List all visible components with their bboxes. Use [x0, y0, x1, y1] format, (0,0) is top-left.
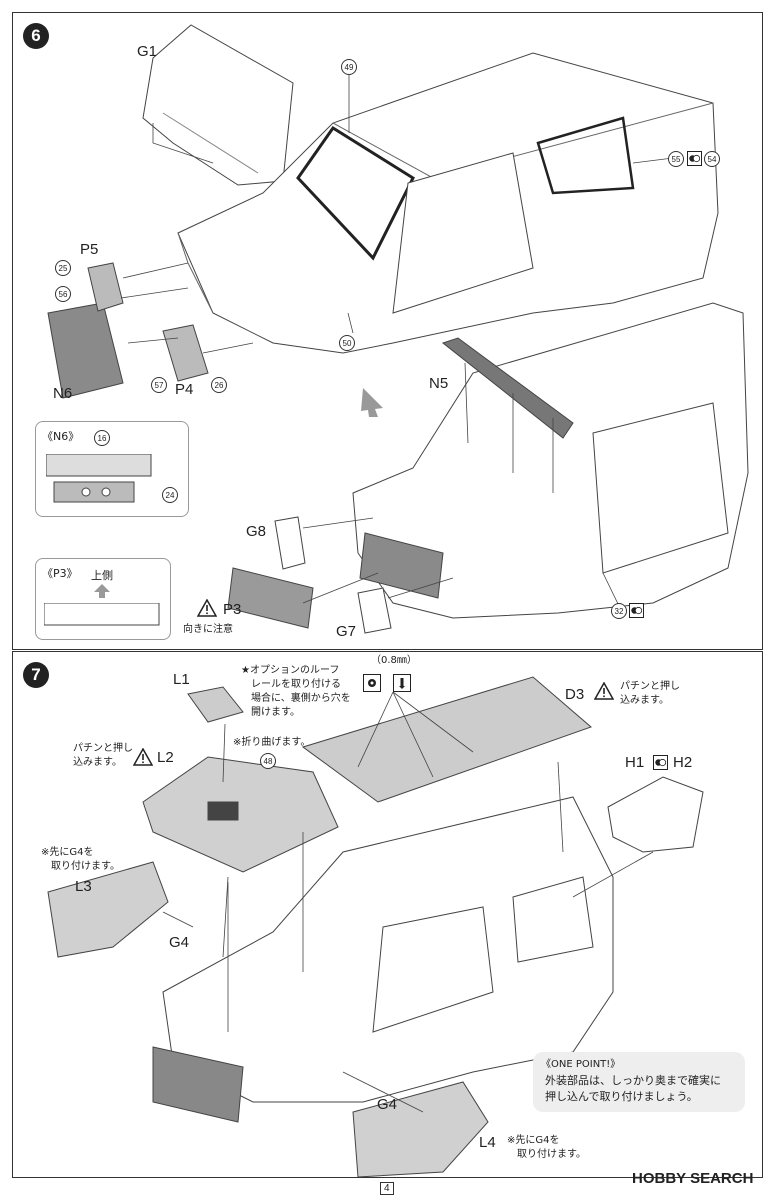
- roof-rail-note-line-3: 場合に、裏側から穴を: [251, 693, 351, 704]
- part-label-g4-lower: G4: [377, 1096, 398, 1113]
- l2-press-line-1: パチンと押し: [73, 743, 133, 754]
- part-label-l3: L3: [75, 878, 92, 895]
- part-label-g7: G7: [336, 623, 357, 640]
- g4-first-note-b-line-1: ※先にG4を: [507, 1135, 560, 1146]
- one-point-line-1: 外装部品は、しっかり奥まで確実に: [545, 1074, 721, 1087]
- color-number-57: 57: [151, 377, 167, 393]
- inset-n6: 《N6》 16 24: [35, 421, 189, 517]
- paint-mix-icon-32: [629, 603, 644, 618]
- part-label-g4-upper: G4: [169, 934, 190, 951]
- inset-p3-bumper: [44, 603, 160, 626]
- part-label-h1: H1: [625, 754, 645, 771]
- one-point-title: 《ONE POINT!》: [541, 1059, 621, 1070]
- color-number-32: 32: [611, 603, 627, 619]
- color-number-49: 49: [341, 59, 357, 75]
- color-number-24: 24: [162, 487, 178, 503]
- part-label-g1: G1: [137, 43, 158, 60]
- part-label-l2: L2: [157, 749, 174, 766]
- color-number-55: 55: [668, 151, 684, 167]
- page-number: 4: [380, 1182, 394, 1195]
- inset-n6-grille: [46, 454, 152, 503]
- g4-first-note-a-line-1: ※先にG4を: [41, 847, 94, 858]
- roof-rail-note-line-2: レールを取り付ける: [251, 679, 341, 690]
- hobby-search-logo: HOBBY SEARCH: [632, 1170, 754, 1187]
- part-label-n5: N5: [429, 375, 449, 392]
- drill-hole-icon: [363, 674, 381, 692]
- paint-mix-icon: [687, 151, 702, 166]
- d3-press-line-2: 込みます。: [620, 695, 669, 706]
- roof-rail-note-line-4: 開けます。: [251, 707, 300, 718]
- step6-illustration: [47, 24, 749, 634]
- part-label-p4: P4: [175, 381, 194, 398]
- drill-bit-icon: [393, 674, 411, 692]
- roof-rail-note-line-1: ★オプションのルーフ: [241, 665, 340, 676]
- color-number-56: 56: [55, 286, 71, 302]
- part-label-l4: L4: [479, 1134, 496, 1151]
- color-number-50: 50: [339, 335, 355, 351]
- step7-panel: 7: [12, 651, 763, 1178]
- inset-p3-up-arrow-icon: [94, 584, 110, 598]
- color-number-26: 26: [211, 377, 227, 393]
- one-point-line-2: 押し込んで取り付けましょう。: [545, 1090, 698, 1103]
- part-label-n6: N6: [53, 385, 73, 402]
- color-number-16: 16: [94, 430, 110, 446]
- p3-orientation-note: 向きに注意: [183, 624, 233, 635]
- inset-p3-up-label: 上側: [91, 569, 113, 582]
- step6-panel: 6: [12, 12, 763, 650]
- part-label-h2: H2: [673, 754, 693, 771]
- inset-n6-title: 《N6》: [42, 430, 80, 443]
- g4-first-note-b-line-2: 取り付けます。: [517, 1149, 586, 1160]
- inset-p3: 《P3》 上側: [35, 558, 171, 640]
- part-label-p5: P5: [80, 241, 99, 258]
- color-number-25: 25: [55, 260, 71, 276]
- part-label-g8: G8: [246, 523, 267, 540]
- step-number-7: 7: [23, 662, 49, 688]
- fold-note: ※折り曲げます。: [233, 737, 311, 748]
- color-number-48: 48: [260, 753, 276, 769]
- l2-press-line-2: 込みます。: [73, 757, 122, 768]
- part-label-d3: D3: [565, 686, 585, 703]
- paint-mix-icon-h: [653, 755, 668, 770]
- step-number-6: 6: [23, 23, 49, 49]
- color-number-54: 54: [704, 151, 720, 167]
- g4-first-note-a-line-2: 取り付けます。: [51, 861, 120, 872]
- d3-press-line-1: パチンと押し: [620, 681, 680, 692]
- inset-p3-title: 《P3》: [42, 567, 78, 580]
- step7-illustration: [47, 676, 704, 1177]
- part-label-p3: P3: [223, 601, 242, 618]
- part-label-l1: L1: [173, 671, 190, 688]
- drill-size-label: （0.8㎜）: [371, 655, 417, 666]
- one-point-box: 《ONE POINT!》 外装部品は、しっかり奥まで確実に 押し込んで取り付けま…: [533, 1052, 745, 1112]
